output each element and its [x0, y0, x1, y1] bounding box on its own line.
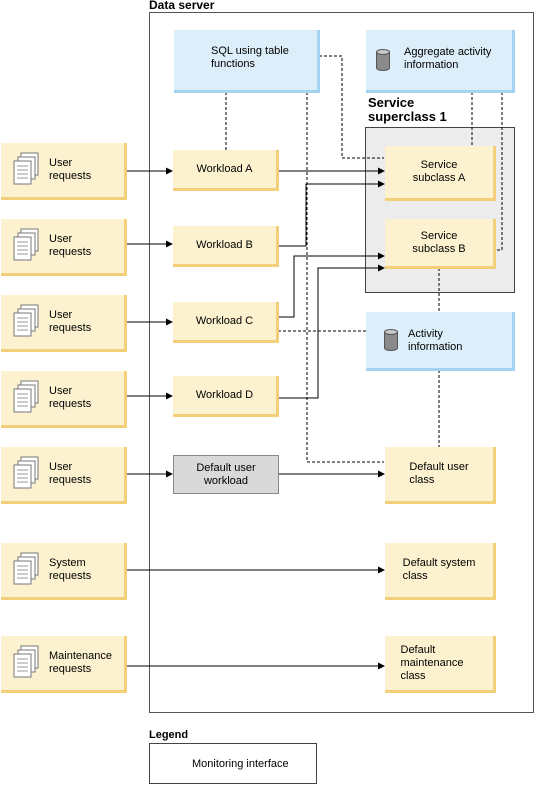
source-label-line2: requests: [49, 398, 92, 410]
superclass-title-line2: superclass 1: [368, 109, 447, 124]
sql-label-line2: functions: [211, 58, 256, 70]
default-user-class-line2: class: [409, 474, 435, 486]
legend-box: [149, 743, 317, 784]
source-label-line1: User: [49, 309, 73, 321]
workload-d: Workload D: [173, 376, 279, 417]
source-label-line1: User: [49, 461, 73, 473]
subclass-b-line2: subclass B: [412, 242, 466, 255]
activity-label-line1: Activity: [408, 328, 443, 340]
source-label-line2: requests: [49, 474, 92, 486]
source-label-line1: User: [49, 157, 73, 169]
document-stack-icon: [13, 456, 39, 489]
source-label: User requests: [49, 157, 91, 183]
default-workload-line1: Default user: [196, 461, 256, 474]
document-stack-icon: [13, 645, 39, 678]
document-stack-icon: [13, 304, 39, 337]
source-label: User requests: [49, 309, 91, 335]
default-user-class-line1: Default user: [409, 461, 469, 473]
source-label-line2: requests: [49, 570, 92, 582]
default-system-class: Default system class: [385, 543, 496, 600]
source-system-requests: System requests: [1, 543, 127, 600]
default-user-class: Default user class: [385, 447, 496, 504]
legend-item-label: Monitoring interface: [192, 758, 289, 770]
arrow-workload-b-subclass-a: [278, 180, 385, 247]
subclass-a-line1: Service: [420, 159, 458, 171]
default-maint-class-line3: class: [400, 669, 426, 682]
source-maintenance-requests: Maintenance requests: [1, 636, 127, 693]
source-label: User requests: [49, 385, 91, 411]
sql-label-line1: SQL using table: [211, 45, 289, 57]
document-stack-icon: [13, 552, 39, 585]
source-label-line1: User: [49, 385, 73, 397]
default-system-class-line1: Default system: [402, 557, 476, 569]
activity-information-box: Activity information: [366, 312, 515, 371]
data-server-title: Data server: [149, 0, 215, 12]
source-user-requests-5: User requests: [1, 447, 127, 504]
workload-c: Workload C: [173, 302, 279, 343]
source-label-line1: System: [49, 557, 86, 569]
source-user-requests-1: User requests: [1, 143, 127, 200]
legend-title: Legend: [149, 729, 189, 741]
service-subclass-a: Service subclass A: [385, 146, 496, 201]
default-maintenance-class: Default maintenance class: [385, 636, 496, 693]
source-user-requests-2: User requests: [1, 219, 127, 276]
sql-table-functions-box: SQL using table functions: [174, 30, 320, 93]
default-user-workload: Default user workload: [173, 455, 279, 494]
subclass-a-line2: subclass A: [412, 172, 466, 184]
monitor-sql-to-subclass-a: [319, 55, 384, 159]
source-label: Maintenance requests: [49, 650, 112, 676]
document-stack-icon: [13, 380, 39, 413]
sql-label: SQL using table functions: [211, 45, 289, 71]
default-maint-class-line2: maintenance: [400, 656, 464, 669]
database-icon: [384, 329, 398, 351]
source-label-line2: requests: [49, 170, 92, 182]
source-label: User requests: [49, 233, 91, 259]
aggregate-label-line1: Aggregate activity: [404, 46, 492, 58]
document-stack-icon: [13, 228, 39, 261]
monitor-aggregate-to-subclass-b: [495, 92, 503, 251]
source-label-line1: Maintenance: [49, 650, 112, 662]
source-label: User requests: [49, 461, 91, 487]
superclass-title-line1: Service: [368, 95, 415, 110]
workload-b: Workload B: [173, 226, 279, 267]
aggregate-label: Aggregate activity information: [404, 46, 491, 72]
monitor-sql-to-default-class: [306, 92, 384, 463]
document-stack-icon: [13, 152, 39, 185]
arrow-workload-c-subclass-b: [278, 252, 385, 318]
source-label-line2: requests: [49, 246, 92, 258]
database-icon: [376, 49, 390, 71]
source-user-requests-4: User requests: [1, 371, 127, 428]
default-maint-class-line1: Default: [400, 643, 436, 656]
source-user-requests-3: User requests: [1, 295, 127, 352]
subclass-b-line1: Service: [420, 229, 458, 242]
service-subclass-b: Service subclass B: [385, 219, 496, 269]
source-label-line2: requests: [49, 322, 92, 334]
source-label-line1: User: [49, 233, 73, 245]
aggregate-activity-box: Aggregate activity information: [366, 30, 515, 93]
activity-label: Activity information: [408, 328, 462, 354]
superclass-title: Service superclass 1: [368, 96, 447, 124]
default-workload-line2: workload: [203, 474, 249, 487]
default-system-class-line2: class: [402, 570, 428, 582]
arrow-workload-d-subclass-b: [278, 264, 385, 399]
source-label: System requests: [49, 557, 91, 583]
source-label-line2: requests: [49, 663, 92, 675]
aggregate-label-line2: information: [404, 59, 459, 71]
workload-a: Workload A: [173, 150, 279, 191]
activity-label-line2: information: [408, 341, 463, 353]
